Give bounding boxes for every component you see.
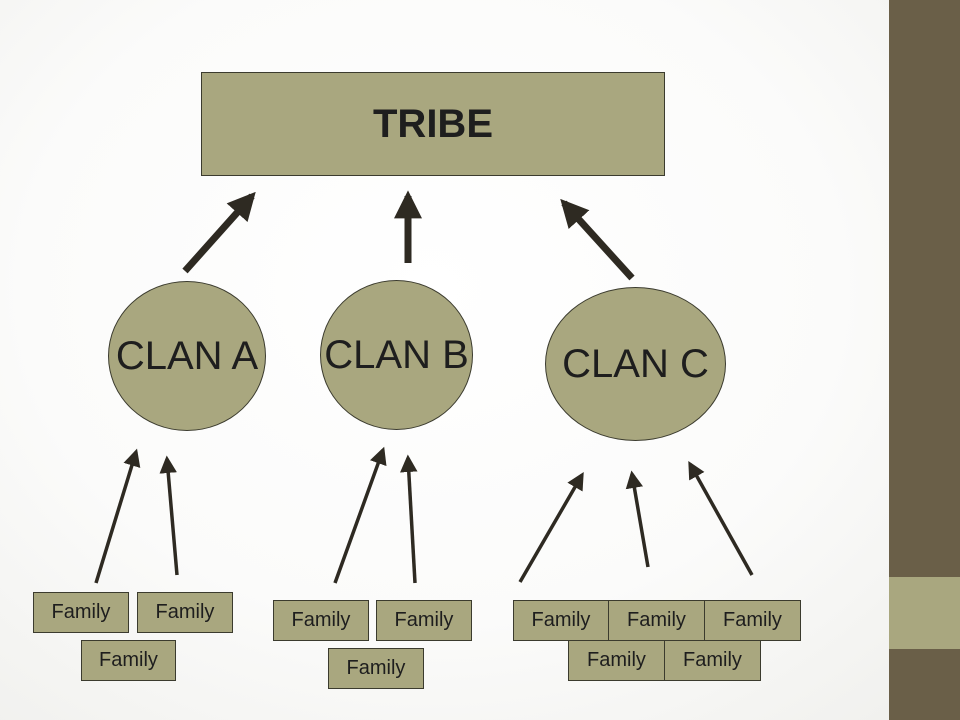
family-box: Family: [137, 592, 233, 633]
arrow-family-to-clan-b-1: [333, 446, 387, 584]
family-box: Family: [513, 600, 609, 641]
family-box: Family: [704, 600, 801, 641]
arrow-clan-a-to-tribe: [182, 191, 256, 274]
family-label: Family: [394, 609, 454, 631]
arrow-family-to-clan-c-3: [688, 460, 754, 576]
family-label: Family: [587, 649, 646, 671]
clan-c-node: CLAN C: [545, 287, 726, 441]
clan-b-node: CLAN B: [320, 280, 473, 430]
family-box: Family: [81, 640, 176, 681]
clan-a-label: CLAN A: [115, 333, 259, 378]
arrow-family-to-clan-a-2: [159, 455, 179, 576]
family-label: Family: [627, 609, 686, 631]
family-label: Family: [155, 601, 215, 623]
arrow-family-to-clan-c-1: [518, 471, 584, 583]
arrow-family-to-clan-c-2: [625, 470, 650, 568]
family-box: Family: [376, 600, 472, 641]
family-box: Family: [568, 640, 665, 681]
family-box: Family: [664, 640, 761, 681]
family-box: Family: [608, 600, 705, 641]
tribe-label: TRIBE: [373, 101, 493, 146]
family-label: Family: [51, 601, 111, 623]
clan-c-label: CLAN C: [562, 341, 709, 386]
family-label: Family: [723, 609, 782, 631]
tribe-box: TRIBE: [201, 72, 665, 176]
family-label: Family: [531, 609, 591, 631]
family-box: Family: [328, 648, 424, 689]
arrow-clan-c-to-tribe: [560, 198, 635, 281]
family-label: Family: [683, 649, 742, 671]
family-label: Family: [346, 657, 406, 679]
family-box: Family: [273, 600, 369, 641]
clan-b-label: CLAN B: [324, 332, 469, 377]
arrow-family-to-clan-a-1: [94, 448, 141, 584]
arrow-family-to-clan-b-2: [400, 454, 418, 584]
clan-a-node: CLAN A: [108, 281, 266, 431]
family-box: Family: [33, 592, 129, 633]
sidebar-accent-band: [889, 577, 960, 649]
family-label: Family: [291, 609, 351, 631]
family-label: Family: [99, 649, 158, 671]
